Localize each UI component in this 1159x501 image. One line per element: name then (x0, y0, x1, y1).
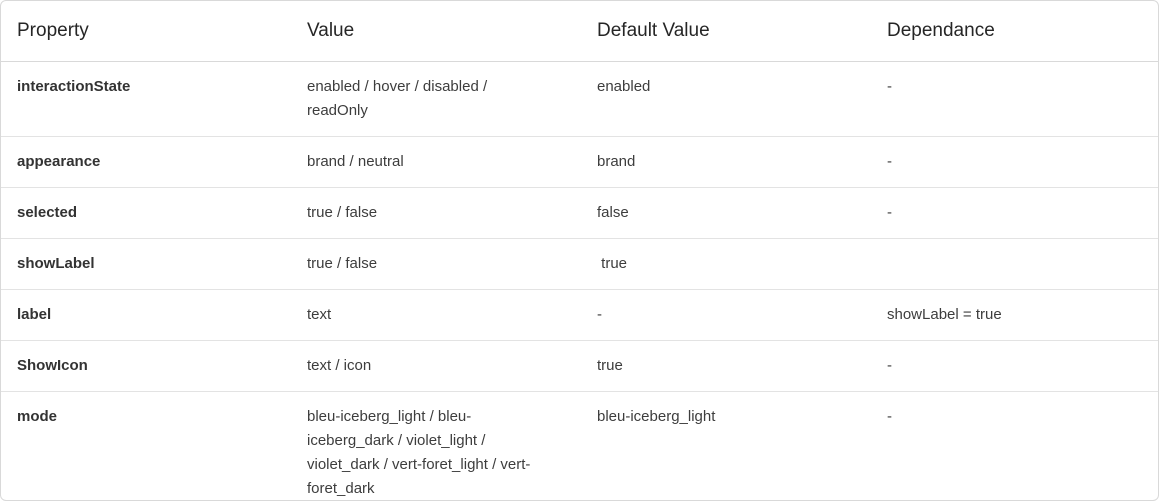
value-cell: enabled / hover / disabled / readOnly (291, 61, 581, 137)
property-cell: selected (1, 187, 291, 239)
dependance-cell (871, 238, 1158, 290)
default-value-cell: bleu-iceberg_light (597, 408, 716, 425)
value-cell: true / false (291, 187, 581, 239)
table-header: Property Value Default Value Dependance (1, 1, 1158, 62)
table-row: showLabel true / false true (1, 238, 1158, 290)
dependance-cell: - (871, 136, 1158, 188)
dependance-cell: - (871, 187, 1158, 239)
header-row: Property Value Default Value Dependance (1, 1, 1158, 62)
dependance-cell: - (871, 340, 1158, 392)
dependance-cell: - (887, 408, 892, 425)
property-cell: mode (17, 408, 58, 425)
value-cell: brand / neutral (291, 136, 581, 188)
default-value-cell: enabled (581, 61, 871, 137)
table-row: label text - showLabel = true (1, 289, 1158, 341)
dependance-cell: - (871, 61, 1158, 137)
header-property: Property (1, 1, 291, 62)
table-row: ShowIcon text / icon true - (1, 340, 1158, 392)
table-row: appearance brand / neutral brand - (1, 136, 1158, 188)
value-cell: text (291, 289, 581, 341)
property-cell: showLabel (1, 238, 291, 290)
header-default-value: Default Value (581, 1, 871, 62)
value-cell: bleu-iceberg_light / bleu-iceberg_dark /… (307, 408, 531, 497)
value-cell: text / icon (291, 340, 581, 392)
default-value-cell: true (581, 340, 871, 392)
property-cell: label (1, 289, 291, 341)
table-body: interactionState enabled / hover / disab… (1, 61, 1158, 501)
table-row: interactionState enabled / hover / disab… (1, 61, 1158, 137)
header-value: Value (291, 1, 581, 62)
value-cell: true / false (291, 238, 581, 290)
dependance-cell: showLabel = true (871, 289, 1158, 341)
default-value-cell: brand (581, 136, 871, 188)
default-value-cell: - (581, 289, 871, 341)
table-row: mode bleu-iceberg_light / bleu-iceberg_d… (1, 392, 1158, 501)
property-cell: appearance (1, 136, 291, 188)
table-row: selected true / false false - (1, 187, 1158, 239)
default-value-cell: false (581, 187, 871, 239)
property-cell: interactionState (1, 61, 291, 137)
property-cell: ShowIcon (1, 340, 291, 392)
header-dependance: Dependance (871, 1, 1158, 62)
default-value-cell: true (581, 238, 871, 290)
